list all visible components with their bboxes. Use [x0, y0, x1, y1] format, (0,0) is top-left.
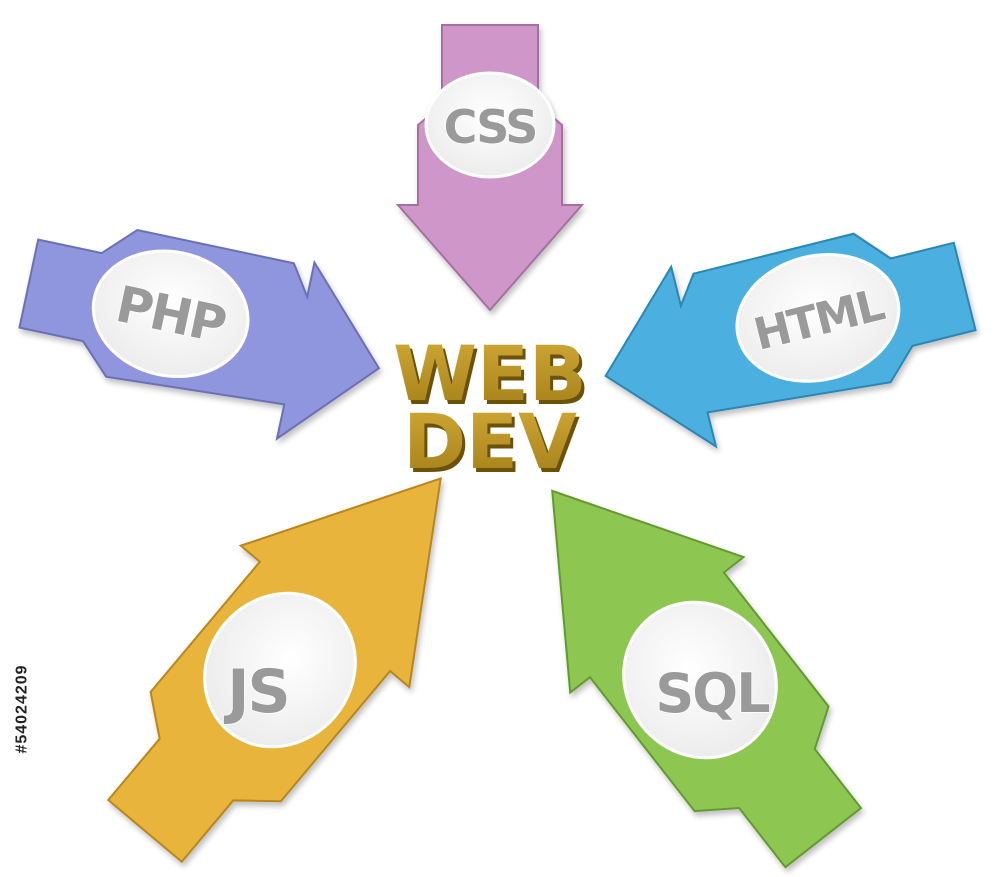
- arrow-js: JS: [106, 477, 442, 864]
- arrow-html: HTML: [604, 232, 977, 449]
- ring-sql: [622, 600, 778, 760]
- ring-js: [203, 591, 357, 749]
- center-title-line2-shadow: DEV: [406, 401, 580, 490]
- label-css: CSS: [444, 100, 537, 154]
- arrow-css: CSS: [395, 24, 585, 312]
- arrow-sql: SQL: [551, 489, 863, 869]
- label-sql: SQL: [655, 662, 769, 725]
- ring-css: [424, 71, 556, 179]
- center-title-line2: DEV: [403, 397, 577, 486]
- label-js: JS: [223, 657, 289, 727]
- arrow-php: PHP: [18, 228, 381, 441]
- ring-php: [91, 249, 250, 379]
- center-title: WEB WEB DEV DEV: [393, 329, 590, 490]
- center-title-line1-shadow: WEB: [396, 333, 590, 422]
- stock-image-id: #54024209: [13, 664, 31, 754]
- ring-html: [735, 253, 901, 383]
- center-title-line1: WEB: [393, 329, 587, 418]
